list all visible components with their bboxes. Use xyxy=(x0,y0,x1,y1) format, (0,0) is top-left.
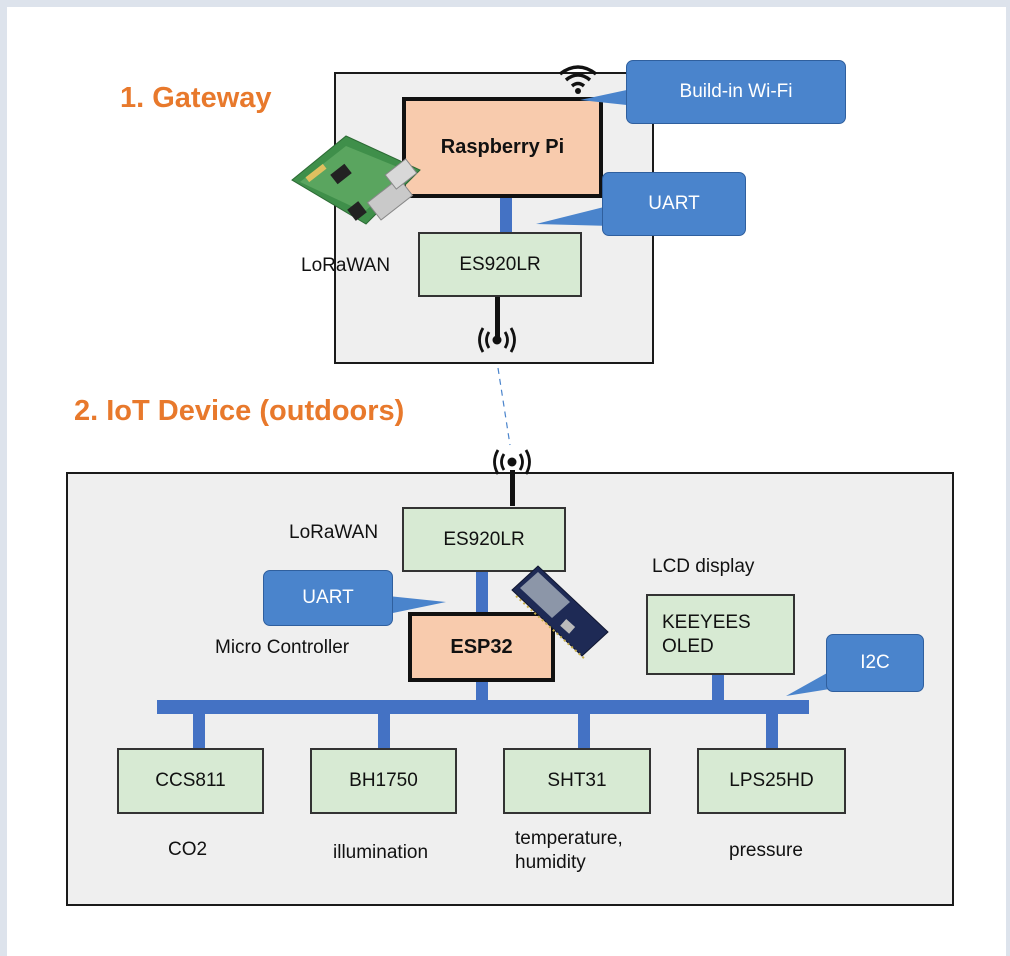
device-uart-link xyxy=(476,571,488,615)
sensor-desc-temperature-humidity: temperature, humidity xyxy=(515,828,623,873)
sht31-bus-link xyxy=(578,712,590,750)
device-es920lr-box: ES920LR xyxy=(402,507,566,572)
oled-box: KEEYEES OLED xyxy=(646,594,795,675)
lps25hd-bus-link xyxy=(766,712,778,750)
sensor-desc-co2: CO2 xyxy=(168,839,208,860)
device-title: 2. IoT Device (outdoors) xyxy=(74,395,405,427)
gateway-uart-callout: UART xyxy=(602,172,746,236)
wifi-callout: Build-in Wi-Fi xyxy=(626,60,846,124)
oled-line2: OLED xyxy=(662,635,714,657)
device-lorawan-label: LoRaWAN xyxy=(289,522,379,543)
gateway-lorawan-label: LoRaWAN xyxy=(301,255,391,276)
sensor-box-sht31: SHT31 xyxy=(503,748,651,814)
device-uart-callout: UART xyxy=(263,570,393,626)
oled-bus-link xyxy=(712,673,724,703)
gateway-antenna-wire xyxy=(495,297,500,337)
gateway-title: 1. Gateway xyxy=(120,82,272,114)
frame-right xyxy=(1006,0,1010,956)
oled-line1: KEEYEES xyxy=(662,611,751,633)
gateway-uart-link xyxy=(500,194,512,234)
esp32-box: ESP32 xyxy=(408,612,555,682)
sensor-box-lps25hd: LPS25HD xyxy=(697,748,846,814)
bh1750-bus-link xyxy=(378,712,390,750)
esp32-bus-link xyxy=(476,680,488,704)
mcu-label: Micro Controller xyxy=(215,637,350,658)
ccs811-bus-link xyxy=(193,712,205,750)
gateway-es920lr-box: ES920LR xyxy=(418,232,582,297)
i2c-callout: I2C xyxy=(826,634,924,692)
i2c-bus xyxy=(157,700,809,714)
frame-left xyxy=(0,0,7,956)
sensor-box-bh1750: BH1750 xyxy=(310,748,457,814)
radio-link-dashed xyxy=(497,367,511,446)
lcd-label: LCD display xyxy=(652,556,755,577)
raspberry-pi-box: Raspberry Pi xyxy=(402,97,603,198)
sensor-box-ccs811: CCS811 xyxy=(117,748,264,814)
sensor-desc-illumination: illumination xyxy=(333,842,429,863)
frame-top xyxy=(0,0,1010,7)
device-antenna-wire xyxy=(510,470,515,506)
sensor-desc-pressure: pressure xyxy=(729,840,803,861)
